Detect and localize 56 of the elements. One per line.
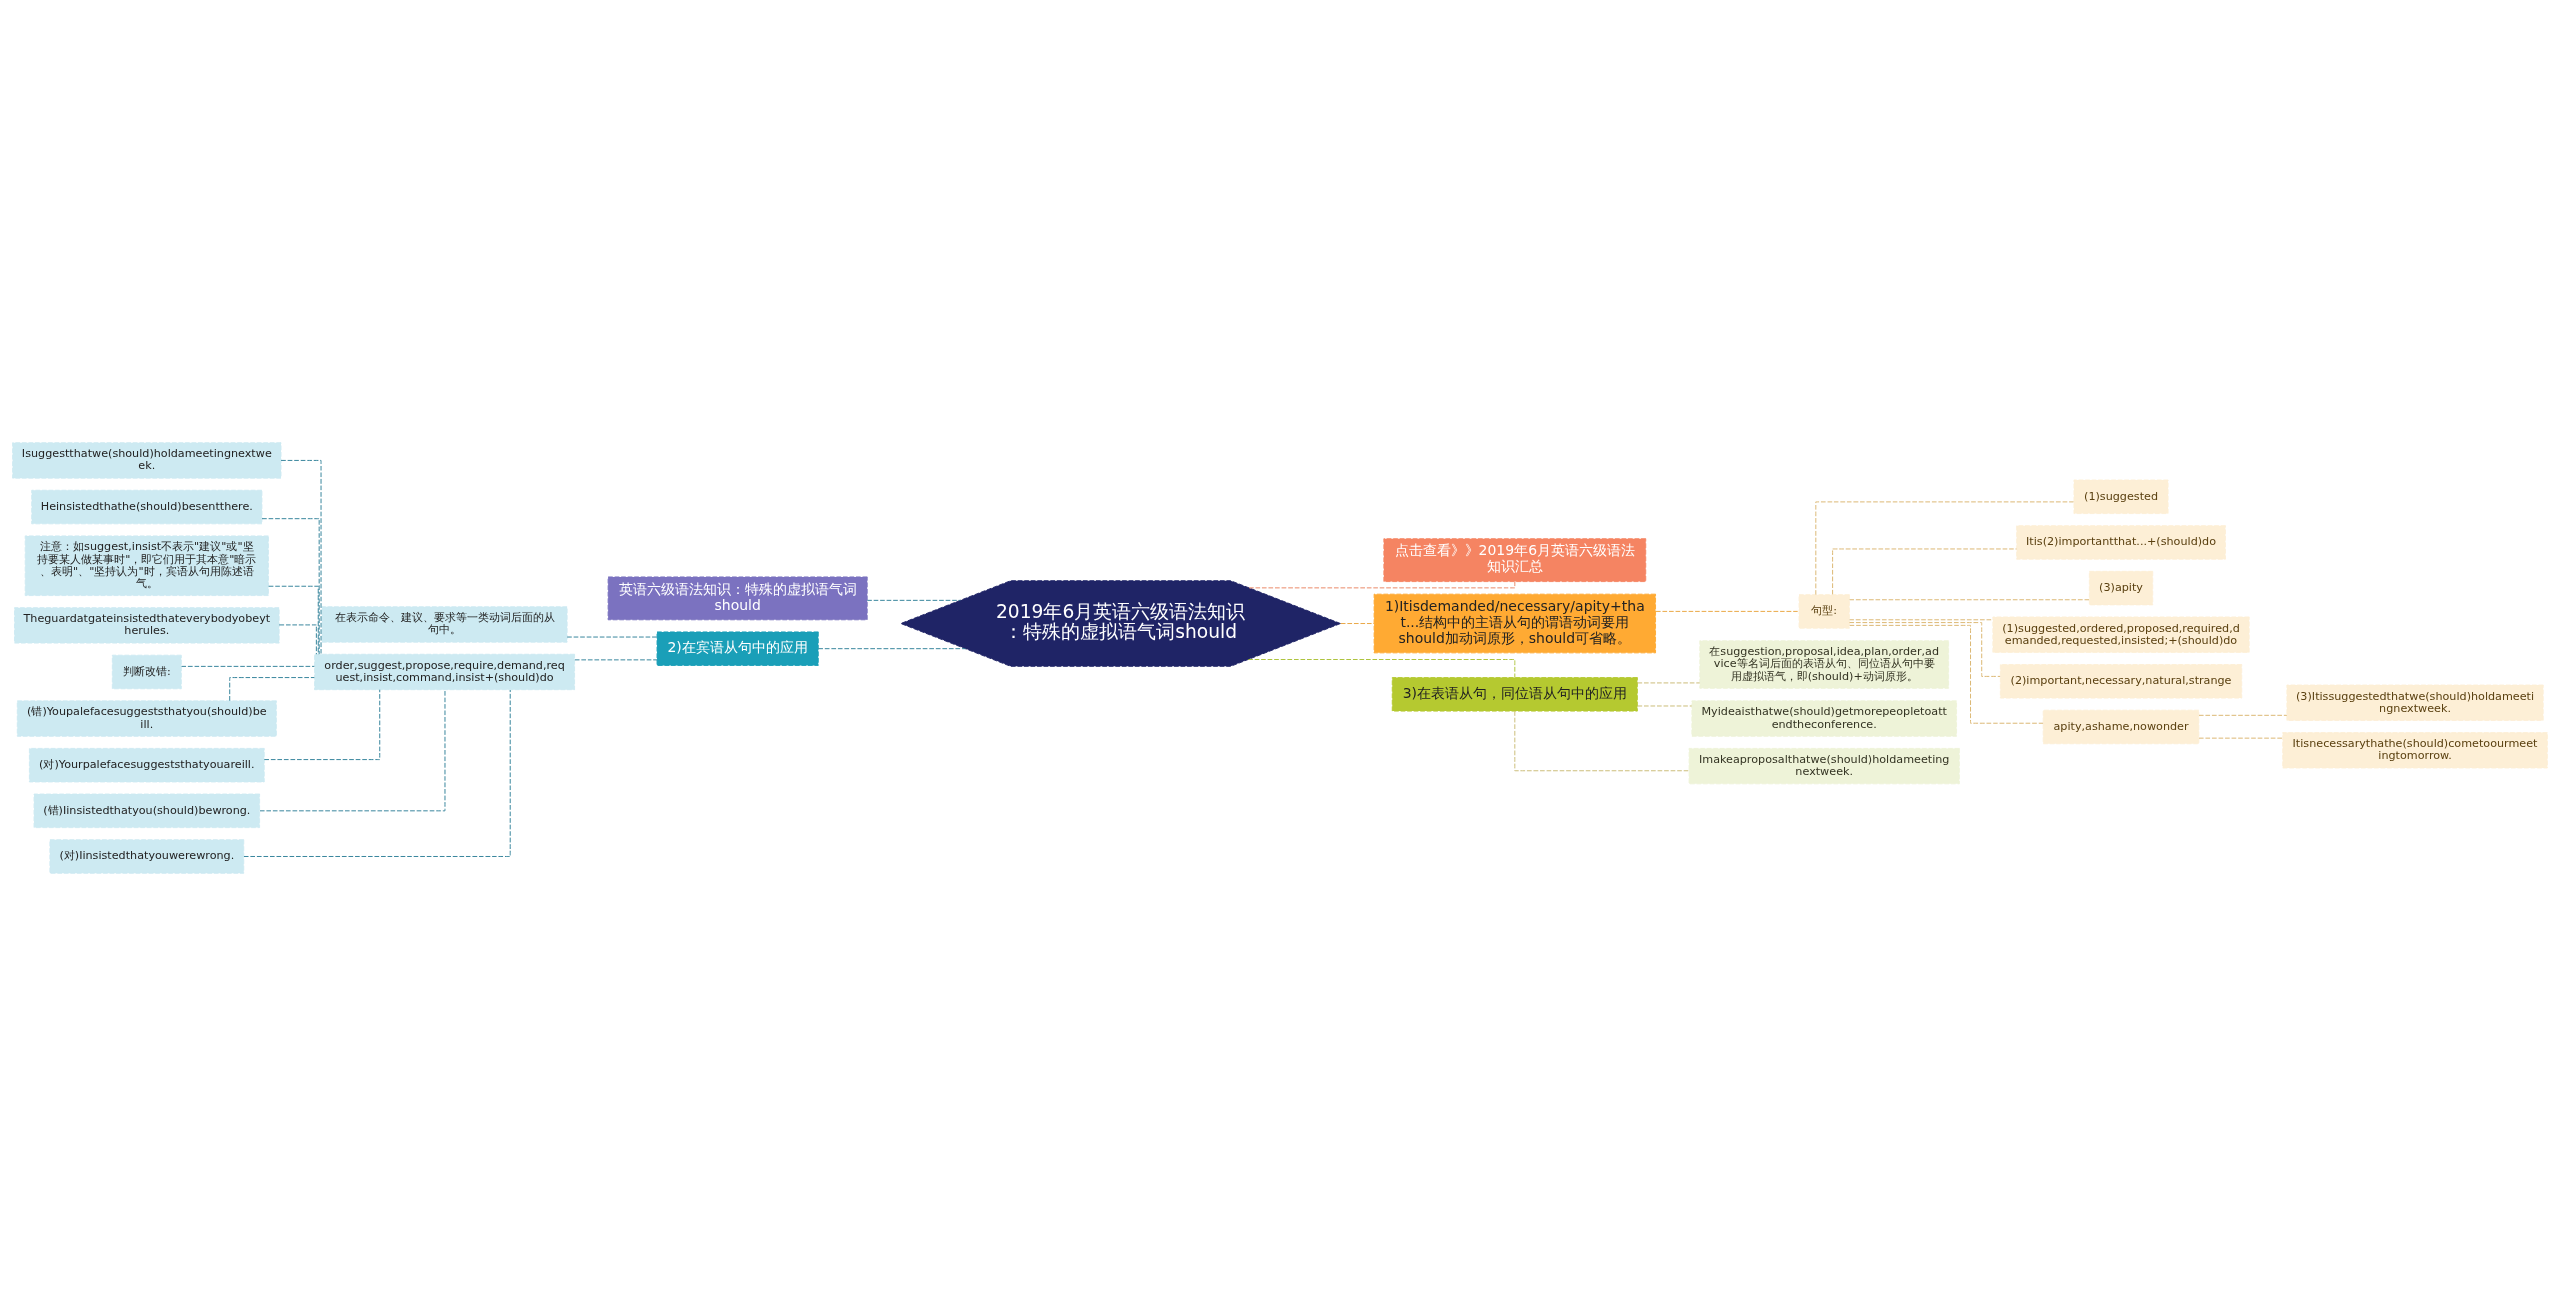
node-box: 注意：如suggest,insist不表示"建议"或"坚持要某人做某事时"，即它们用于其本意"暗示、表明"、"坚持认为"时，宾语从句用陈述语气。	[24, 535, 269, 597]
connector	[1340, 623, 1375, 624]
node-box: Theguardatgateinsistedthateverybodyobeytherules.	[14, 607, 280, 644]
connector	[268, 585, 319, 655]
connector	[181, 665, 315, 667]
connector	[2198, 714, 2288, 716]
node-box: (错)Youpalefacesuggeststhatyou(should)beill.	[16, 700, 277, 737]
connector	[1832, 548, 2017, 595]
node-box: 在suggestion,proposal,idea,plan,order,advice等名词后面的表语从句、同位语从句中要用虚拟语气，即(should)+动词原形。	[1699, 640, 1950, 689]
connector	[1514, 710, 1690, 772]
connector	[1637, 682, 1701, 684]
node-box: Itis(2)importantthat...+(should)do	[2016, 525, 2226, 560]
connector	[566, 636, 658, 638]
connector	[1849, 619, 1994, 621]
node-box: (对)Iinsistedthatyouwerewrong.	[49, 839, 245, 874]
connector	[1815, 501, 2075, 595]
connector	[574, 659, 658, 661]
connector	[866, 599, 961, 601]
node-box: Itisnecessarythathe(should)cometoourmeetingtomorrow.	[2282, 732, 2548, 769]
node-box: Myideaisthatwe(should)getmorepeopletoattendtheconference.	[1691, 700, 1957, 737]
node-box: 句型:	[1798, 594, 1850, 629]
node-box: 2)在宾语从句中的应用	[656, 631, 819, 666]
node-box: 判断改错:	[111, 654, 182, 690]
node-box: (3)apity	[2088, 570, 2154, 606]
connector	[1637, 705, 1693, 707]
node-box: (2)important,necessary,natural,strange	[1999, 664, 2243, 699]
node-box: Heinsistedthathe(should)besentthere.	[31, 489, 263, 525]
node-box: (错)Iinsistedthatyou(should)bewrong.	[33, 793, 261, 829]
connector	[1655, 610, 1800, 612]
connector	[817, 648, 966, 650]
node-box: (对)Yourpalefacesuggeststhatyouareill.	[28, 747, 265, 783]
connector	[243, 689, 511, 857]
connector	[1849, 599, 2090, 601]
node-box: Isuggestthatwe(should)holdameetingnextweek.	[12, 442, 282, 479]
node-box: 点击查看》》2019年6月英语六级语法知识汇总	[1383, 538, 1647, 583]
connector	[280, 459, 322, 655]
connector	[229, 677, 315, 702]
node-box: 英语六级语法知识：特殊的虚拟语气词should	[607, 576, 868, 621]
connector	[261, 518, 320, 655]
node-box: (1)suggested	[2073, 479, 2169, 514]
connector	[263, 689, 381, 761]
node-box: 3)在表语从句，同位语从句中的应用	[1391, 677, 1638, 712]
connector	[278, 624, 317, 655]
node-box: 1)Itisdemanded/necessary/apity+that...结构中的主语从句的谓语动词要用should加动词原形，should可省略。	[1373, 593, 1656, 654]
node-box: (3)Itissuggestedthatwe(should)holdameetingnextweek.	[2286, 684, 2544, 721]
connector	[2198, 737, 2284, 739]
node-box: order,suggest,propose,require,demand,request,insist,command,insist+(should)do	[314, 653, 576, 691]
connector	[1248, 581, 1516, 589]
node-box: 在表示命令、建议、要求等一类动词后面的从句中。	[321, 606, 568, 643]
node-box: apity,ashame,nowonder	[2042, 709, 2200, 745]
connector	[1849, 624, 2044, 724]
node-box: (1)suggested,ordered,proposed,required,demanded,requested,insisted;+(should)do	[1992, 616, 2250, 653]
connector	[1247, 659, 1516, 678]
node-box: Imakeaproposalthatwe(should)holdameetingnextweek.	[1688, 747, 1960, 785]
connector	[259, 689, 446, 812]
connector	[1849, 622, 2001, 677]
